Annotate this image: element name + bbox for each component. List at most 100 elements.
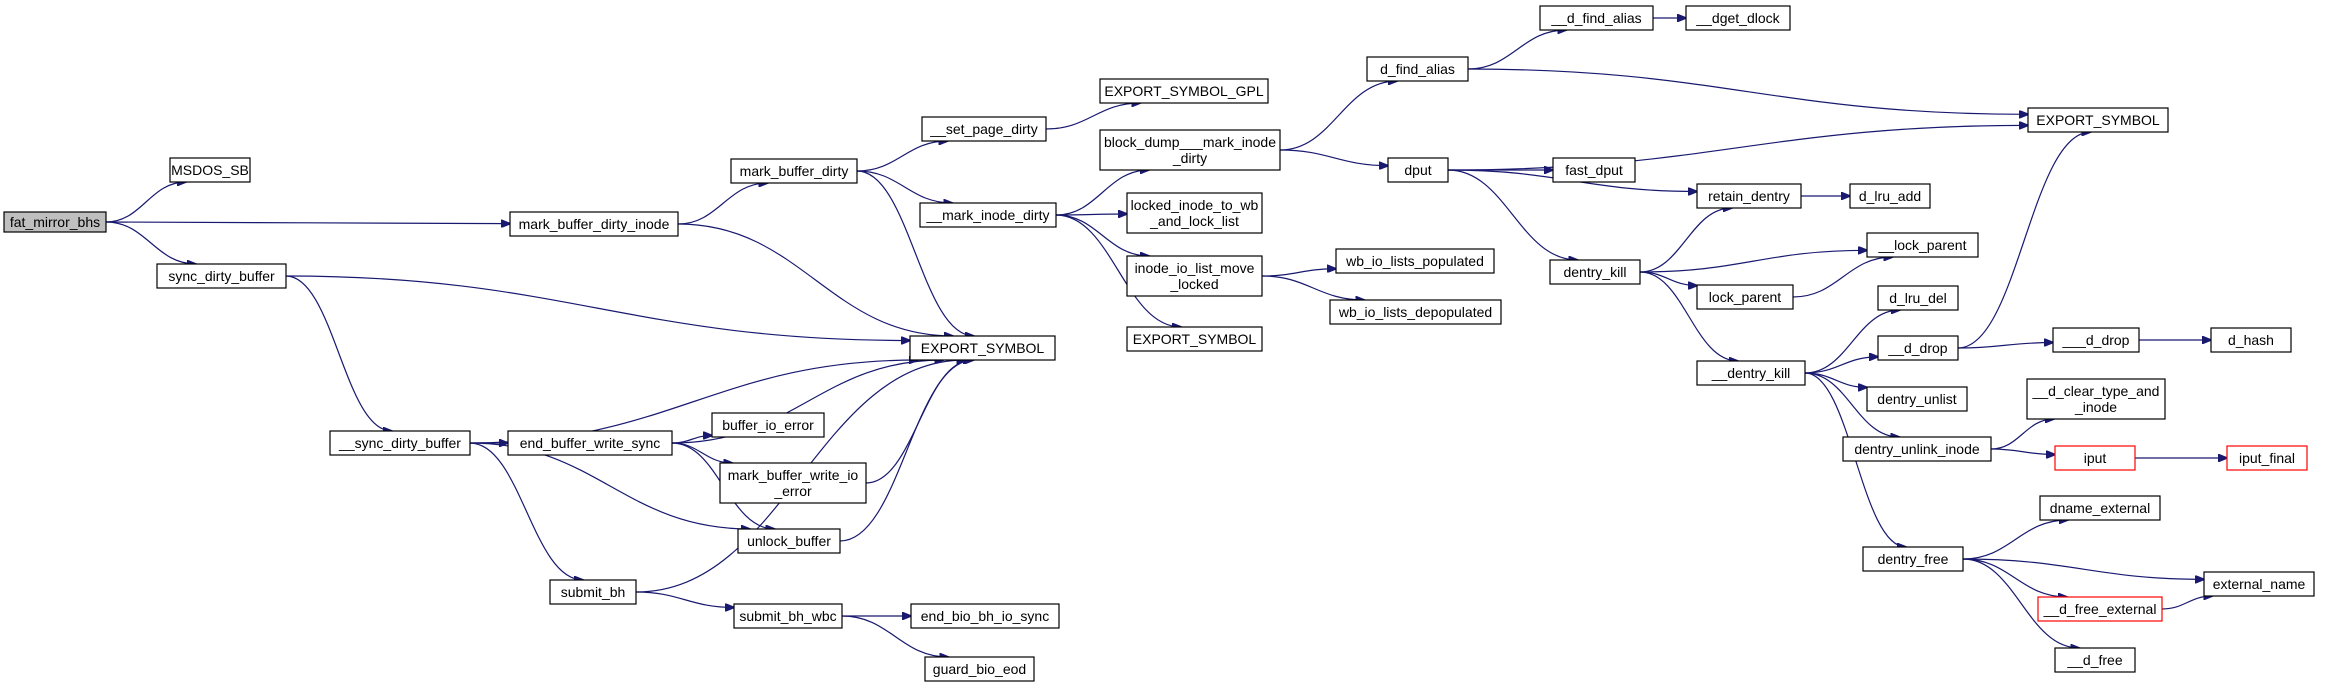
node-box[interactable] [329,430,471,456]
node-dentry_free[interactable]: dentry_free [1862,546,1964,572]
node-dentry_kill[interactable]: dentry_kill [1549,259,1641,285]
node-box[interactable] [2203,571,2315,597]
node-box[interactable] [1366,56,1469,82]
node-box[interactable] [921,116,1047,142]
node-__dentry_kill[interactable]: __dentry_kill [1696,360,1806,386]
node-box[interactable] [1552,157,1636,183]
node-__mark_inode_dirty[interactable]: __mark_inode_dirty [919,202,1057,228]
node-box[interactable] [1849,183,1931,209]
node-box[interactable] [737,528,841,554]
node-box[interactable] [2052,327,2140,353]
node-box[interactable] [1539,5,1654,31]
node-__d_find_alias[interactable]: __d_find_alias [1539,5,1654,31]
node-wb_io_lists_depopulated[interactable]: wb_io_lists_depopulated [1329,299,1502,325]
node-dput[interactable]: dput [1387,157,1449,183]
node-MSDOS_SB[interactable]: MSDOS_SB [169,157,251,183]
node-box[interactable] [549,579,637,605]
node-box[interactable] [3,211,107,233]
node-block_dump___mark_inode_dirty[interactable]: block_dump___mark_inode_dirty [1099,129,1281,171]
node-end_buffer_write_sync[interactable]: end_buffer_write_sync [507,430,673,456]
node-EXPORT_SYMBOL_GPL[interactable]: EXPORT_SYMBOL_GPL [1099,78,1269,104]
node-box[interactable] [733,603,843,629]
node-external_name[interactable]: external_name [2203,571,2315,597]
node-__d_clear_type_and_inode[interactable]: __d_clear_type_and_inode [2026,378,2166,420]
node-box[interactable] [1126,255,1263,297]
node-box[interactable] [1877,285,1959,311]
node-submit_bh[interactable]: submit_bh [549,579,637,605]
node-box[interactable] [2027,107,2169,133]
node-inode_io_list_move_locked[interactable]: inode_io_list_move_locked [1126,255,1263,297]
node-EXPORT_SYMBOL_b[interactable]: EXPORT_SYMBOL [1126,326,1263,352]
node-box[interactable] [1549,259,1641,285]
node-box[interactable] [919,202,1057,228]
node-dname_external[interactable]: dname_external [2039,495,2161,521]
node-___d_drop[interactable]: ___d_drop [2052,327,2140,353]
node-locked_inode_to_wb_and_lock_list[interactable]: locked_inode_to_wb_and_lock_list [1126,192,1263,234]
node-box[interactable] [1126,192,1263,234]
node-iput[interactable]: iput [2054,445,2136,471]
node-end_bio_bh_io_sync[interactable]: end_bio_bh_io_sync [910,603,1060,629]
node-iput_final[interactable]: iput_final [2226,445,2308,471]
node-box[interactable] [924,656,1035,682]
node-box[interactable] [2226,445,2308,471]
node-box[interactable] [730,158,858,184]
node-__d_drop[interactable]: __d_drop [1877,335,1959,361]
node-box[interactable] [1126,326,1263,352]
node-wb_io_lists_populated[interactable]: wb_io_lists_populated [1335,248,1495,274]
node-box[interactable] [2210,327,2292,353]
node-box[interactable] [1329,299,1502,325]
node-box[interactable] [1696,360,1806,386]
node-__d_free[interactable]: __d_free [2054,647,2136,673]
node-box[interactable] [2037,596,2163,622]
node-EXPORT_SYMBOL_a[interactable]: EXPORT_SYMBOL [909,335,1056,361]
node-__set_page_dirty[interactable]: __set_page_dirty [921,116,1047,142]
node-lock_parent[interactable]: lock_parent [1696,284,1794,310]
node-__sync_dirty_buffer[interactable]: __sync_dirty_buffer [329,430,471,456]
node-box[interactable] [1696,183,1802,209]
node-fast_dput[interactable]: fast_dput [1552,157,1636,183]
node-box[interactable] [2054,445,2136,471]
node-buffer_io_error[interactable]: buffer_io_error [711,412,825,438]
node-box[interactable] [1685,5,1791,31]
node-box[interactable] [1335,248,1495,274]
node-retain_dentry[interactable]: retain_dentry [1696,183,1802,209]
node-__d_free_external[interactable]: __d_free_external [2037,596,2163,622]
node-fat_mirror_bhs[interactable]: fat_mirror_bhs [3,211,107,233]
node-box[interactable] [909,335,1056,361]
node-box[interactable] [1696,284,1794,310]
node-dentry_unlist[interactable]: dentry_unlist [1866,386,1968,412]
node-box[interactable] [1387,157,1449,183]
node-dentry_unlink_inode[interactable]: dentry_unlink_inode [1842,436,1992,462]
node-box[interactable] [507,430,673,456]
node-mark_buffer_dirty_inode[interactable]: mark_buffer_dirty_inode [509,211,679,237]
node-box[interactable] [1866,232,1979,258]
node-box[interactable] [1877,335,1959,361]
node-box[interactable] [1099,129,1281,171]
node-d_lru_del[interactable]: d_lru_del [1877,285,1959,311]
node-mark_buffer_dirty[interactable]: mark_buffer_dirty [730,158,858,184]
node-sync_dirty_buffer[interactable]: sync_dirty_buffer [156,263,287,289]
node-EXPORT_SYMBOL_c[interactable]: EXPORT_SYMBOL [2027,107,2169,133]
node-submit_bh_wbc[interactable]: submit_bh_wbc [733,603,843,629]
node-box[interactable] [719,462,867,504]
node-box[interactable] [711,412,825,438]
node-box[interactable] [156,263,287,289]
node-box[interactable] [1099,78,1269,104]
node-d_find_alias[interactable]: d_find_alias [1366,56,1469,82]
node-mark_buffer_write_io_error[interactable]: mark_buffer_write_io_error [719,462,867,504]
node-guard_bio_eod[interactable]: guard_bio_eod [924,656,1035,682]
node-box[interactable] [910,603,1060,629]
node-d_hash[interactable]: d_hash [2210,327,2292,353]
node-unlock_buffer[interactable]: unlock_buffer [737,528,841,554]
node-box[interactable] [1842,436,1992,462]
node-d_lru_add[interactable]: d_lru_add [1849,183,1931,209]
node-box[interactable] [1862,546,1964,572]
node-box[interactable] [509,211,679,237]
node-box[interactable] [2026,378,2166,420]
node-box[interactable] [2039,495,2161,521]
node-box[interactable] [1866,386,1968,412]
node-box[interactable] [169,157,251,183]
node-box[interactable] [2054,647,2136,673]
node-__dget_dlock[interactable]: __dget_dlock [1685,5,1791,31]
node-__lock_parent[interactable]: __lock_parent [1866,232,1979,258]
